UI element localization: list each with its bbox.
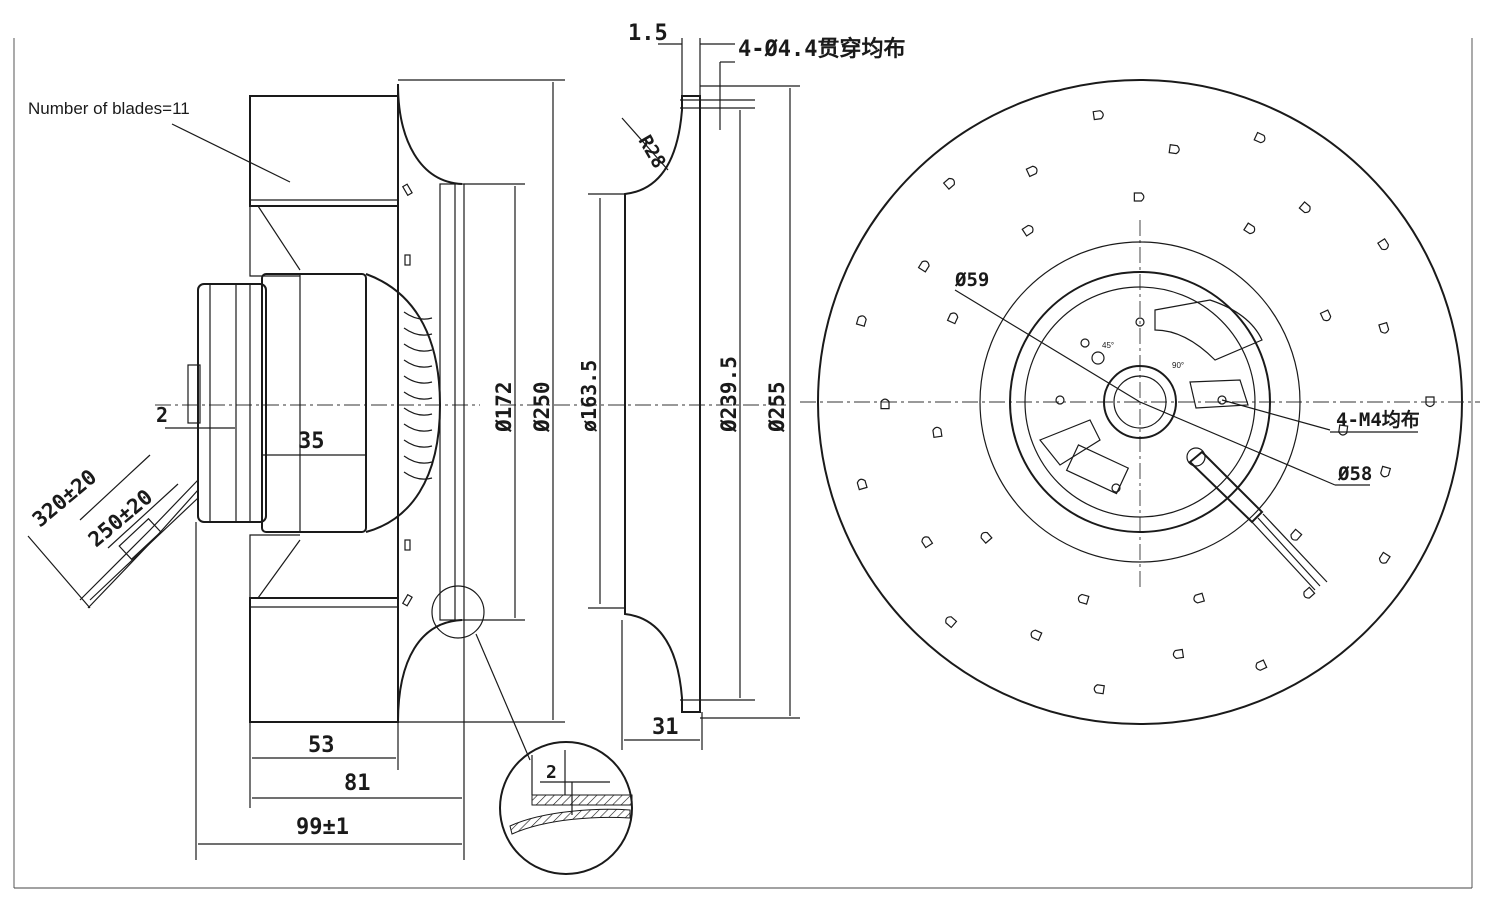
rivet-icon [1255,659,1268,671]
rivet-icon [1077,593,1090,605]
rivet-icon [1243,222,1256,235]
threaded-holes-note: 4-M4均布 [1336,408,1420,431]
dim-59: Ø59 [954,269,989,291]
through-holes-note: 4-Ø4.4贯穿均布 [738,36,905,62]
rivet-icon [1025,165,1038,178]
rivet-icon [1092,110,1104,121]
dim-2-left: 2 [156,403,168,427]
dim-81: 81 [344,771,371,796]
dim-gap: 1.5 [628,21,668,46]
rivet-icon [1378,551,1391,564]
rivet-icon [942,177,955,190]
dim-2-detail: 2 [546,762,557,783]
angle-45-label: 45° [1102,341,1114,350]
rivet-icon [980,531,993,544]
rivet-icon [880,398,890,410]
detail-view [499,741,633,875]
rivet-icon [1338,424,1349,436]
dim-172: Ø172 [492,381,516,433]
rivet-icon [1030,629,1043,642]
rivet-icon [945,616,958,629]
rivet-icon [1298,201,1311,214]
blade-rivets [855,110,1435,695]
rivet-icon [1193,592,1206,604]
front-view: 45° 90° Ø59 4-M4均布 Ø58 [800,79,1480,725]
lower-blade-block [249,597,399,723]
angle-90-label: 90° [1172,361,1184,370]
dim-255: Ø255 [765,381,789,433]
dim-163: ø163.5 [577,360,601,432]
dim-31: 31 [652,715,679,740]
hub-circle [979,241,1301,563]
side-view: Number of blades=11 2 35 320±20 250±20 Ø… [27,79,790,875]
lead-cable [27,454,199,609]
motor-endcap [197,283,267,523]
rivet-icon [1168,144,1180,155]
rivet-icon [1093,684,1105,695]
shaft-hub [1103,365,1177,439]
rivet-icon [1377,238,1390,251]
dim-239: Ø239.5 [717,356,741,433]
dim-250-lead: 250±20 [84,485,158,552]
rivet-icon [1303,586,1316,599]
rivet-icon [932,426,943,439]
rivet-icon [917,260,930,273]
dim-99: 99±1 [296,815,349,840]
rivet-icon [1133,192,1145,202]
rivet-icon [1172,648,1185,660]
inlet-ring-section: ø163.5 Ø239.5 Ø255 1.5 4-Ø4.4贯穿均布 R28 31 [577,21,905,750]
dim-320: 320±20 [28,465,102,532]
rivet-icon [1378,321,1390,334]
rivet-icon [1253,131,1266,144]
blades-note: Number of blades=11 [28,99,190,118]
upper-blade-block [249,95,399,207]
rivet-icon [856,478,868,491]
dim-53: 53 [308,733,335,758]
dim-35: 35 [298,429,325,454]
rivet-icon [855,315,867,327]
detail-marker-circle [431,585,485,639]
motor-housing [261,273,367,533]
rivet-icon [1290,528,1303,541]
rivet-icon [921,536,934,549]
dim-58: Ø58 [1337,463,1372,485]
rivet-icon [946,312,959,325]
dim-250: Ø250 [530,381,554,433]
rivet-icon [1319,309,1332,322]
rivet-icon [1425,396,1435,408]
rivet-icon [1021,224,1034,237]
rivet-icon [1380,465,1392,478]
